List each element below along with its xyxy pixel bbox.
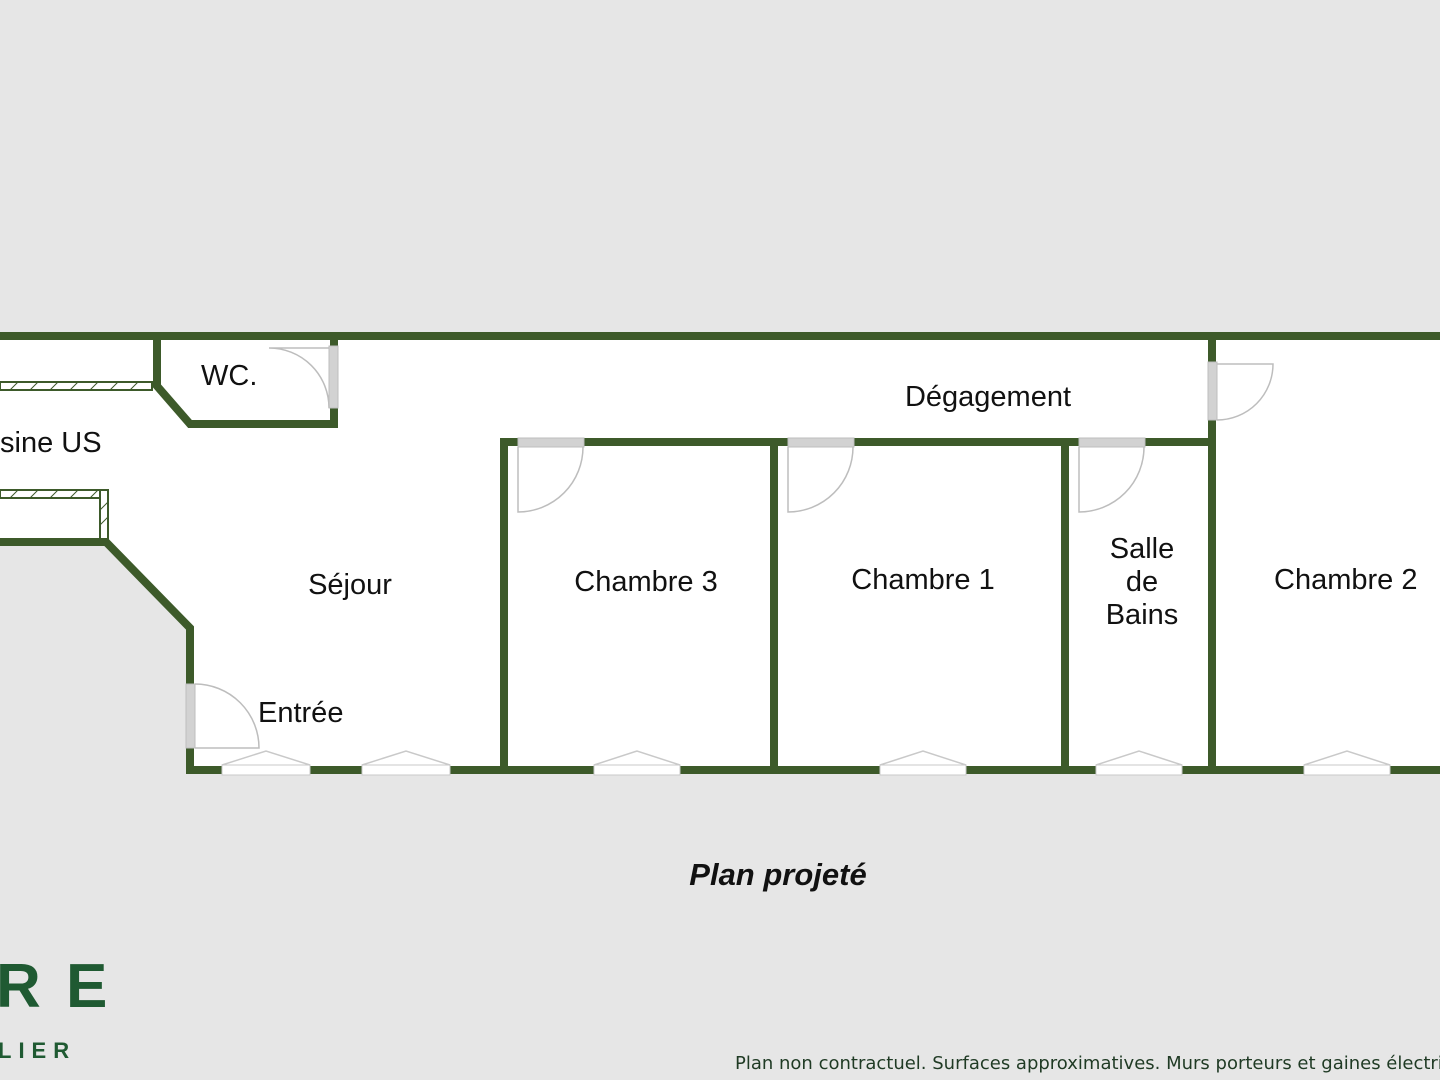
room-labels: WC. sine US Dégagement Séjour Entrée Cha… bbox=[0, 360, 1417, 729]
window-entree-2 bbox=[361, 750, 451, 776]
floor-main bbox=[0, 338, 1440, 768]
label-salle-line2: de bbox=[1126, 566, 1158, 598]
label-wc: WC. bbox=[201, 360, 257, 392]
door-chambre3 bbox=[517, 437, 585, 513]
label-salle-line1: Salle bbox=[1110, 533, 1175, 565]
door-entree bbox=[185, 683, 260, 749]
windows bbox=[221, 750, 1391, 776]
brand-logo: R E LIER bbox=[0, 952, 111, 1063]
door-salle bbox=[1078, 437, 1146, 513]
window-chambre1 bbox=[879, 750, 967, 776]
label-sejour: Séjour bbox=[308, 569, 392, 601]
counter-top bbox=[0, 381, 153, 391]
window-entree-1 bbox=[221, 750, 311, 776]
plan-title: Plan projeté bbox=[689, 857, 866, 892]
window-chambre3 bbox=[593, 750, 681, 776]
door-wc bbox=[268, 345, 339, 409]
label-chambre1: Chambre 1 bbox=[851, 564, 994, 596]
brand-logo-text: R E bbox=[0, 952, 111, 1021]
door-chambre2 bbox=[1207, 361, 1274, 421]
window-chambre2 bbox=[1303, 750, 1391, 776]
label-degagement: Dégagement bbox=[905, 381, 1071, 413]
label-entree: Entrée bbox=[258, 697, 343, 729]
floor-area bbox=[0, 338, 1440, 768]
window-salle bbox=[1095, 750, 1183, 776]
brand-logo-subtext: LIER bbox=[0, 1038, 76, 1063]
counter-bottom-return bbox=[99, 489, 109, 541]
label-cuisine: sine US bbox=[0, 427, 102, 459]
wall-west-lower bbox=[0, 538, 194, 688]
footer-disclaimer: Plan non contractuel. Surfaces approxima… bbox=[735, 1053, 1440, 1074]
door-chambre1 bbox=[787, 437, 855, 513]
doors bbox=[185, 345, 1274, 749]
label-salle-line3: Bains bbox=[1106, 599, 1179, 631]
label-chambre2: Chambre 2 bbox=[1274, 564, 1417, 596]
label-chambre3: Chambre 3 bbox=[574, 566, 717, 598]
